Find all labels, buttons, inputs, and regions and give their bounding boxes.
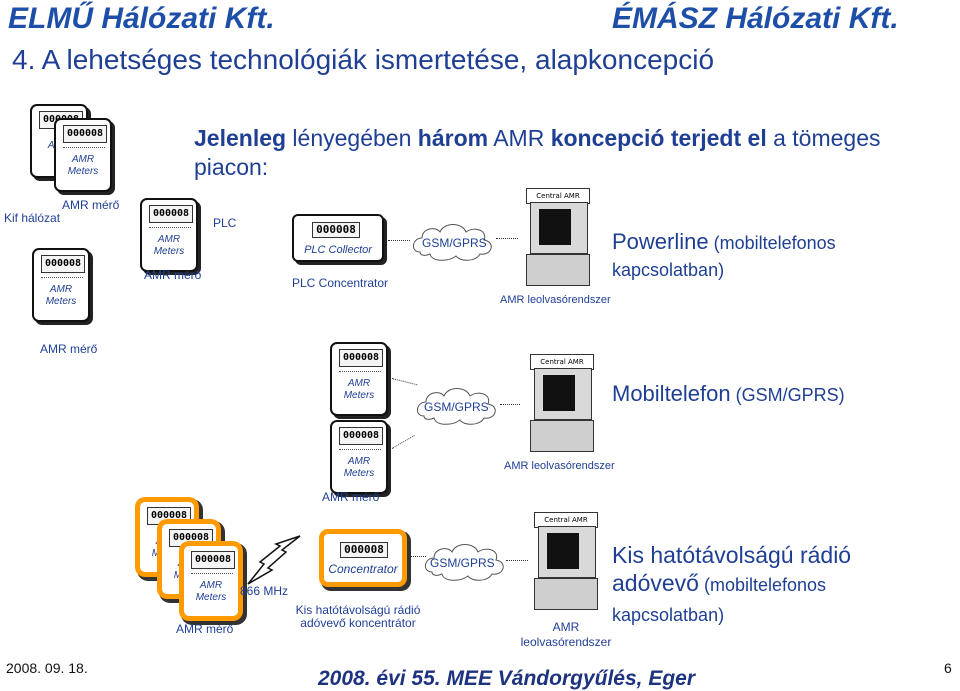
concept-detail: (mobiltelefonos (698, 575, 827, 595)
meter-display: 000008 (339, 349, 383, 367)
central-amr-computer-icon: Central AMR system (530, 354, 594, 454)
radio-concentrator: 000008 Concentrator (322, 532, 404, 584)
central-amr-computer-icon: Central AMR system (526, 188, 590, 288)
concentrator-display: 000008 (340, 542, 388, 558)
meter-display: 000008 (41, 255, 85, 273)
intro-part: AMR (488, 125, 551, 151)
meter-label-line1: AMR (49, 284, 73, 295)
meter-label-line2: Meters (45, 296, 77, 307)
intro-part: Jelenleg (194, 125, 287, 151)
concept-detail: kapcsolatban) (612, 260, 725, 280)
amr-meter-label: AMR mérő (322, 490, 380, 504)
slide-title: 4. A lehetséges technológiák ismertetése… (12, 44, 715, 75)
header-right-company: ÉMÁSZ Hálózati Kft. (612, 2, 899, 35)
intro-part: a tömeges piacon: (194, 125, 881, 180)
intro-part: három (417, 125, 489, 151)
collector-display: 000008 (312, 222, 360, 238)
meter-label-line1: AMR (71, 154, 95, 165)
gsm-cloud-icon (413, 224, 492, 261)
concept-title: adóvevő (612, 570, 699, 596)
central-amr-computer-icon: Central AMR system (534, 512, 598, 612)
gsm-label: GSM/GPRS (422, 236, 487, 250)
concept-powerline: Powerline (mobiltelefonos kapcsolatban) (612, 229, 836, 283)
concept-detail: (mobiltelefonos (708, 233, 836, 253)
footer-event: 2008. évi 55. MEE Vándorgyűlés, Eger (318, 667, 696, 690)
label-line: AMR (552, 620, 580, 634)
meter-label-line1: AMR (347, 456, 371, 467)
concept-title: Kis hatótávolságú rádió (612, 542, 852, 568)
meter-label-line1: AMR (199, 580, 223, 591)
amr-system-label: AMR leolvasórendszer (500, 294, 611, 306)
intro-part: lényegében (286, 125, 418, 151)
plc-concentrator-label: PLC Concentrator (292, 276, 389, 290)
gsm-label: GSM/GPRS (430, 556, 495, 570)
amr-meter-label: AMR mérő (144, 268, 202, 282)
meter-label-line1: AMR (157, 234, 181, 245)
gsm-label: GSM/GPRS (424, 400, 489, 414)
meter-label-line2: Meters (343, 390, 375, 401)
footer-date: 2008. 09. 18. (6, 660, 88, 676)
meter-label-line2: Meters (153, 246, 185, 257)
plc-label: PLC (213, 216, 237, 230)
collector-label: PLC Collector (304, 244, 372, 256)
radio-wave-icon (247, 535, 301, 585)
intro-part: koncepció terjedt el (550, 125, 767, 151)
meter-display: 000008 (339, 427, 383, 445)
amr-meter-label: AMR mérő (176, 622, 234, 636)
concept-radio: Kis hatótávolságú rádió adóvevő (mobilte… (612, 541, 851, 629)
header-left-company: ELMŰ Hálózati Kft. (8, 2, 275, 35)
concept-detail: kapcsolatban) (612, 605, 725, 625)
intro-text: Jelenleg lényegében három AMR koncepció … (194, 124, 954, 182)
meter-display: 000008 (191, 551, 235, 569)
concentrator-label: Concentrator (328, 562, 398, 576)
label-line: adóvevő koncentrátor (300, 616, 416, 630)
concept-detail: (GSM/GPRS) (730, 385, 845, 405)
concept-title: Powerline (612, 229, 709, 254)
gsm-cloud-icon (417, 388, 496, 425)
page-number: 6 (944, 660, 952, 676)
label-line: Kis hatótávolságú rádió (295, 603, 421, 617)
concept-mobile: Mobiltelefon (GSM/GPRS) (612, 381, 845, 408)
meter-label-line2: Meters (343, 468, 375, 479)
meter-label-line2: Meters (195, 592, 227, 603)
amr-system-label: AMR leolvasórendszer (504, 460, 615, 472)
meter-display: 000008 (63, 125, 107, 143)
plc-collector: 000008 PLC Collector (292, 214, 384, 262)
frequency-label: 866 MHz (240, 584, 289, 598)
amr-meter-label: AMR mérő (62, 198, 120, 212)
meter-label-line1: AMR (347, 378, 371, 389)
amr-meter-label: AMR mérő (40, 342, 98, 356)
label-line: leolvasórendszer (520, 635, 612, 649)
gsm-cloud-icon (425, 544, 504, 581)
kif-network-label: Kif hálózat (4, 211, 61, 225)
meter-label-line2: Meters (67, 166, 99, 177)
concept-title: Mobiltelefon (612, 381, 731, 406)
meter-display: 000008 (149, 205, 193, 223)
